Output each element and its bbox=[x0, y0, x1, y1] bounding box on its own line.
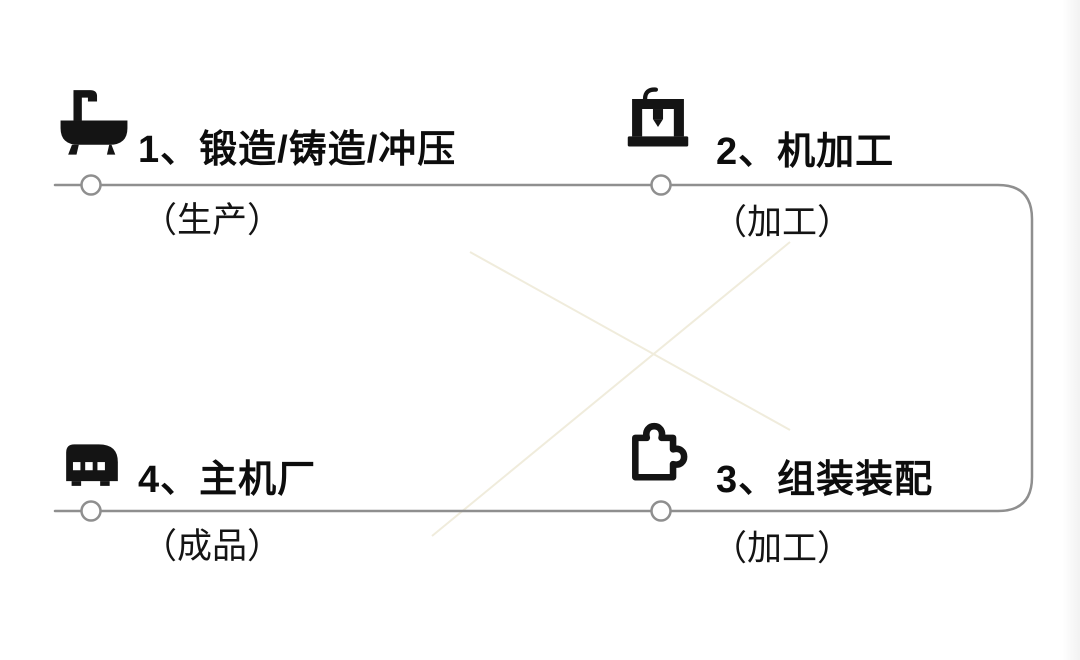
step-4-subtitle: （成品） bbox=[142, 527, 283, 566]
factory-icon bbox=[58, 424, 126, 492]
watermark-lines bbox=[431, 241, 791, 537]
node-step-3 bbox=[650, 500, 672, 522]
step-1-subtitle: （生产） bbox=[142, 201, 283, 240]
flow-nodes bbox=[80, 174, 672, 522]
puzzle-piece-icon bbox=[614, 410, 696, 492]
node-step-4 bbox=[80, 500, 102, 522]
step-3-title: 3、组装装配 bbox=[716, 459, 934, 501]
step-2-subtitle: （加工） bbox=[712, 203, 853, 242]
milling-machine-icon bbox=[622, 86, 694, 158]
step-2-title: 2、机加工 bbox=[716, 131, 895, 173]
node-step-2 bbox=[650, 174, 672, 196]
step-3-subtitle: （加工） bbox=[712, 529, 853, 568]
step-1-title: 1、锻造/铸造/冲压 bbox=[138, 129, 457, 171]
bathtub-icon bbox=[56, 84, 132, 160]
node-step-1 bbox=[80, 174, 102, 196]
connector-line bbox=[53, 183, 1034, 513]
step-4-title: 4、主机厂 bbox=[138, 459, 317, 501]
